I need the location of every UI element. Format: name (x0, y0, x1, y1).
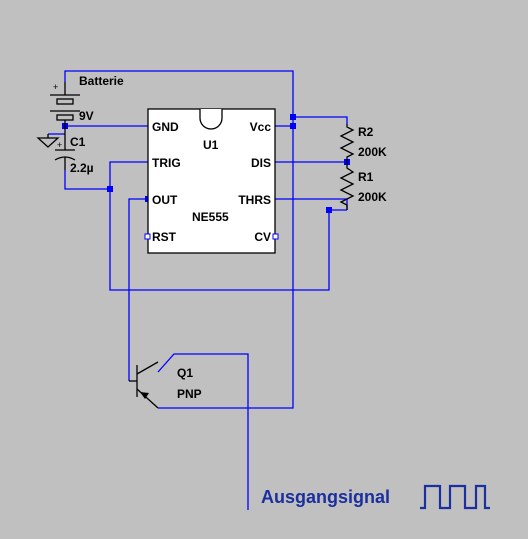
capacitor-value: 2.2µ (70, 161, 94, 175)
pin-thrs-label: THRS (238, 193, 271, 207)
pin-cv-label: CV (254, 230, 271, 244)
wire-r2-top (293, 116, 348, 124)
pin-dis-label: DIS (251, 156, 271, 170)
junction-dot (290, 123, 296, 129)
capacitor-symbol: + (54, 126, 76, 170)
r1-name: R1 (358, 170, 374, 184)
wire-thrs (275, 198, 348, 210)
r2-value: 200K (358, 145, 387, 159)
wire-c1-bottom (64, 170, 110, 190)
battery-value: 9V (79, 109, 94, 123)
pin-vcc-label: Vcc (250, 120, 272, 134)
output-label: Ausgangsignal (261, 487, 390, 507)
battery-name: Batterie (79, 74, 124, 88)
ic-name: U1 (203, 138, 219, 152)
wire-collector-out (157, 353, 249, 510)
transistor-type: PNP (177, 387, 202, 401)
square-wave-icon (420, 484, 490, 510)
resistor-r2 (339, 124, 355, 162)
pin-trig-label: TRIG (152, 156, 181, 170)
ic-body (144, 108, 279, 254)
capacitor-name: C1 (70, 135, 86, 149)
r1-value: 200K (358, 190, 387, 204)
wire-out-base (128, 198, 148, 381)
transistor-symbol (129, 361, 159, 409)
capacitor-plus: + (57, 140, 62, 150)
junction-dot (107, 186, 113, 192)
ground-symbol (36, 134, 60, 148)
ic-type: NE555 (192, 210, 229, 224)
battery-plus: + (53, 82, 58, 92)
pin-rst-label: RST (152, 230, 177, 244)
pin-gnd-label: GND (152, 120, 179, 134)
junction-dot (290, 114, 296, 120)
transistor-name: Q1 (177, 366, 193, 380)
r2-name: R2 (358, 125, 374, 139)
battery-symbol: + (50, 82, 80, 126)
junction-dot (326, 207, 332, 213)
resistor-r1 (339, 162, 355, 210)
pin-out-label: OUT (152, 193, 178, 207)
